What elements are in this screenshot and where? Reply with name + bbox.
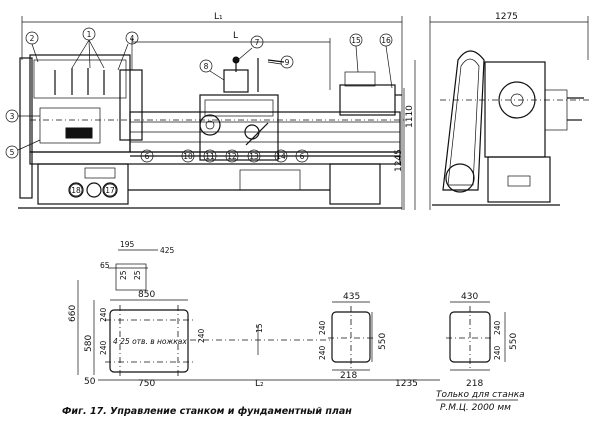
callout-11: 11 (203, 149, 217, 163)
callout-10: 10 (181, 149, 195, 163)
dim-1245: 1245 (394, 149, 404, 172)
callout-6-left: 6 (140, 149, 154, 163)
lathe-front-view: L₁ L (5, 12, 405, 210)
svg-text:1: 1 (87, 30, 92, 39)
callout-7: 7 (237, 35, 264, 61)
dim-218-3: 218 (466, 379, 483, 389)
callout-9: 9 (267, 55, 294, 69)
dim-240b-3: 240 (493, 345, 502, 360)
callout-2: 2 (25, 31, 39, 63)
svg-text:10: 10 (183, 152, 193, 161)
svg-text:16: 16 (381, 36, 391, 45)
svg-text:18: 18 (71, 186, 81, 195)
dim-25a: 25 (119, 270, 128, 280)
dim-660: 660 (68, 305, 78, 322)
foundation-plan-2: 435 240 240 550 218 (318, 292, 388, 381)
svg-text:14: 14 (276, 152, 286, 161)
figure-caption: Фиг. 17. Управление станком и фундаментн… (62, 406, 352, 417)
svg-text:12: 12 (227, 152, 237, 161)
callout-1: 1 (71, 27, 105, 69)
callout-13: 13 (247, 149, 261, 163)
dim-25b: 25 (133, 270, 142, 280)
svg-text:4: 4 (130, 34, 135, 43)
dim-240a-2: 240 (318, 320, 327, 335)
dim-50: 50 (84, 377, 96, 387)
dim-240a-3: 240 (493, 320, 502, 335)
dim-218-2: 218 (340, 371, 357, 381)
svg-text:17: 17 (105, 186, 115, 195)
dim-240a: 240 (99, 307, 108, 322)
svg-text:6: 6 (300, 152, 305, 161)
callout-14: 14 (274, 149, 288, 163)
dim-15: 15 (255, 323, 264, 333)
svg-text:9: 9 (285, 58, 290, 67)
dim-430: 430 (461, 292, 478, 302)
dim-1275: 1275 (495, 12, 518, 22)
dim-750: 750 (138, 379, 155, 389)
callout-15: 15 (349, 33, 363, 73)
svg-text:3: 3 (10, 112, 15, 121)
dim-l2: L₂ (255, 379, 264, 389)
callout-4: 4 (117, 31, 139, 71)
svg-text:13: 13 (249, 152, 259, 161)
lathe-side-view: 1275 1110 1245 (394, 12, 590, 210)
svg-text:8: 8 (204, 62, 209, 71)
callout-18: 18 (69, 183, 83, 197)
bolt-note: 4 25 отв. в ножках (113, 337, 187, 346)
dim-425: 425 (160, 246, 175, 255)
svg-text:5: 5 (10, 148, 15, 157)
callout-6-right: 6 (295, 149, 309, 163)
dim-l1: L₁ (214, 12, 223, 22)
dim-550-2: 550 (378, 333, 388, 350)
dim-580: 580 (84, 335, 94, 352)
note-line-2: Р.М.Ц. 2000 мм (440, 403, 511, 413)
dim-65: 65 (100, 261, 110, 270)
dim-195: 195 (120, 240, 135, 249)
spacing-dimension: 15 L₂ 1235 (188, 323, 440, 389)
dim-1235: 1235 (395, 379, 418, 389)
svg-text:11: 11 (205, 152, 215, 161)
dim-240b: 240 (99, 340, 108, 355)
callout-12: 12 (225, 149, 239, 163)
foundation-plan-1: 195 425 65 25 25 850 660 580 240 240 240… (68, 240, 206, 389)
dim-l: L (233, 31, 238, 41)
dim-435: 435 (343, 292, 360, 302)
dim-240b-2: 240 (318, 345, 327, 360)
callout-8: 8 (199, 59, 225, 81)
svg-text:15: 15 (351, 36, 361, 45)
dim-550-3: 550 (509, 333, 519, 350)
svg-text:6: 6 (145, 152, 150, 161)
svg-text:2: 2 (30, 34, 35, 43)
callout-3: 3 (5, 109, 40, 123)
callout-5: 5 (5, 139, 41, 159)
svg-text:7: 7 (255, 38, 260, 47)
note-line-1: Только для станка (436, 390, 525, 400)
foundation-plan-3: 430 240 240 550 218 Только для станка Р.… (436, 292, 525, 413)
callout-17: 17 (103, 183, 117, 197)
dim-1110: 1110 (405, 105, 415, 128)
dim-240c: 240 (197, 328, 206, 343)
callout-16: 16 (379, 33, 393, 89)
dim-850: 850 (138, 290, 155, 300)
